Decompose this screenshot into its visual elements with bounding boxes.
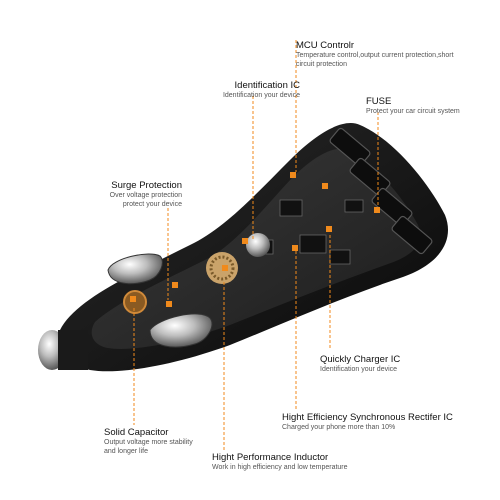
- callout-rectifier: Hight Efficiency Synchronous Rectifer IC…: [282, 412, 462, 433]
- callout-title: Surge Protection: [111, 180, 182, 191]
- callout-identification: Identification IC Identification your de…: [190, 80, 300, 101]
- usb-ports: [329, 127, 433, 255]
- callout-desc: Identification your device: [320, 365, 398, 373]
- callout-fuse: FUSE Protect your car circuit system: [366, 96, 496, 117]
- callout-desc: Protect your car circuit system: [366, 107, 460, 115]
- callout-inductor: Hight Performance Inductor Work in high …: [212, 452, 382, 473]
- callout-desc: Over voltage protection protect your dev…: [109, 191, 182, 208]
- spring-bottom: [149, 313, 213, 348]
- highlight-dots: [130, 172, 380, 307]
- callout-desc: Identification your device: [222, 91, 300, 99]
- callout-title: Identification IC: [234, 80, 300, 91]
- callout-capacitor: Solid Capacitor Output voltage more stab…: [104, 427, 194, 456]
- callout-surge: Surge Protection Over voltage protection…: [90, 180, 182, 209]
- fuse: [246, 233, 270, 257]
- callout-title: Hight Performance Inductor: [212, 452, 329, 463]
- callout-desc: Charged your phone more than 10%: [282, 423, 396, 431]
- callout-title: Quickly Charger IC: [320, 354, 401, 365]
- callout-quick-charger: Quickly Charger IC Identification your d…: [320, 354, 440, 375]
- callout-desc: Temperature control,output current prote…: [296, 51, 454, 68]
- callout-title: FUSE: [366, 96, 392, 107]
- callout-title: Hight Efficiency Synchronous Rectifer IC: [282, 412, 453, 423]
- spring-top: [107, 253, 163, 285]
- callout-title: Solid Capacitor: [104, 427, 169, 438]
- callout-title: MCU Controlr: [296, 40, 355, 51]
- callout-desc: Work in high efficiency and low temperat…: [212, 463, 348, 471]
- leader-lines: [133, 40, 379, 452]
- callout-desc: Output voltage more stability and longer…: [104, 438, 193, 455]
- callout-mcu: MCU Controlr Temperature control,output …: [296, 40, 456, 69]
